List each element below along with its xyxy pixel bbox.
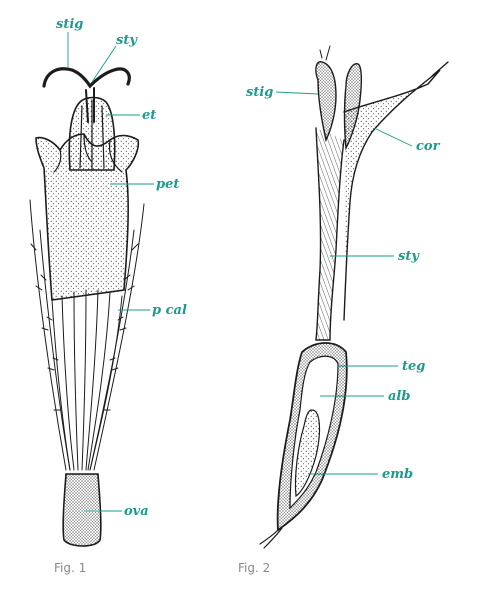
fig1-petals [35,133,140,301]
leader-fig1-sty [91,45,117,83]
caption-fig1: Fig. 1 [54,561,86,575]
label-fig1-pet: pet [156,177,179,192]
fig1-stigma [42,67,131,89]
label-fig1-sty: sty [116,33,138,48]
label-fig1-pcal: p cal [152,303,187,318]
label-fig2-sty: sty [398,249,420,264]
label-fig2-teg: teg [402,359,425,374]
label-fig2-cor: cor [416,139,441,154]
fig1-ovary [62,473,102,547]
figure2-drawing [259,45,449,549]
label-fig2-emb: emb [382,467,413,482]
fig2-corolla [343,69,441,321]
label-fig1-stig: stig [56,17,83,32]
caption-fig2: Fig. 2 [238,561,270,575]
fig2-stigma [315,45,363,151]
label-fig1-ova: ova [124,504,149,519]
fig2-style [315,127,345,341]
label-fig2-alb: alb [388,389,410,404]
fig2-embryo [294,409,321,498]
leader-lines [67,32,413,512]
fig1-calyx [29,199,145,471]
label-fig1-et: et [142,108,156,123]
leader-fig2-stig [275,91,319,95]
label-fig2-stig: stig [246,85,273,100]
leader-fig2-cor [373,127,413,147]
figure1-drawing [29,67,145,547]
